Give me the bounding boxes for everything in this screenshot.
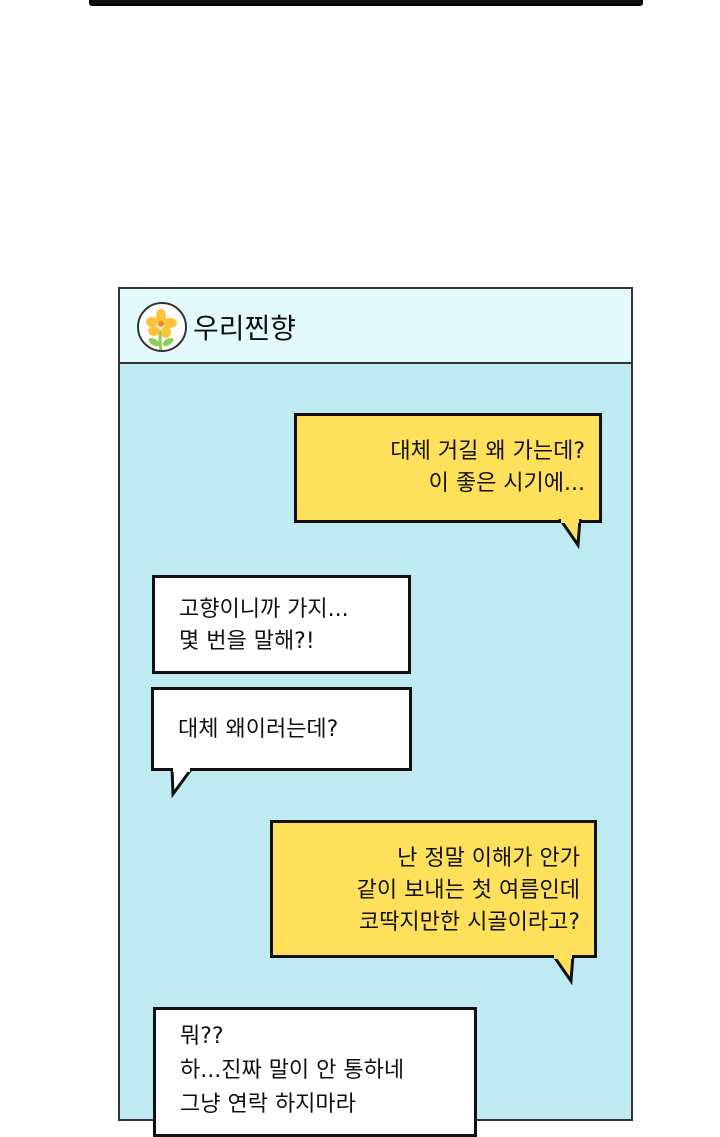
message-bubble-mine: 대체 거길 왜 가는데? 이 좋은 시기에...	[294, 413, 602, 523]
message-line: 대체 거길 왜 가는데?	[390, 439, 585, 464]
avatar[interactable]	[137, 302, 187, 352]
bubble-tail	[551, 955, 575, 985]
message-line: 고향이니까 가지...	[179, 597, 349, 622]
flower-icon	[146, 309, 177, 350]
message-line: 대체 왜이러는데?	[178, 717, 339, 742]
message-line: 난 정말 이해가 안가	[397, 846, 580, 871]
message-bubble-theirs: 고향이니까 가지... 몇 번을 말해?!	[152, 575, 411, 674]
message-line: 하...진짜 말이 안 통하네	[180, 1058, 405, 1083]
chat-header: 우리찐향	[120, 289, 631, 364]
bubble-tail	[558, 519, 582, 549]
message-bubble-mine: 난 정말 이해가 안가 같이 보내는 첫 여름인데 코딱지만한 시골이라고?	[270, 820, 597, 958]
bubble-tail	[170, 768, 194, 798]
message-bubble-theirs: 대체 왜이러는데?	[151, 687, 412, 771]
top-panel-edge	[89, 0, 643, 6]
message-line: 그냥 연락 하지마라	[180, 1092, 356, 1117]
message-line: 몇 번을 말해?!	[179, 629, 315, 654]
message-line: 같이 보내는 첫 여름인데	[356, 878, 580, 903]
message-line: 뭐??	[180, 1024, 224, 1049]
message-line: 코딱지만한 시골이라고?	[358, 910, 580, 935]
chat-title: 우리찐향	[193, 312, 297, 345]
message-line: 이 좋은 시기에...	[428, 471, 585, 496]
message-bubble-theirs: 뭐?? 하...진짜 말이 안 통하네 그냥 연락 하지마라	[153, 1007, 477, 1137]
